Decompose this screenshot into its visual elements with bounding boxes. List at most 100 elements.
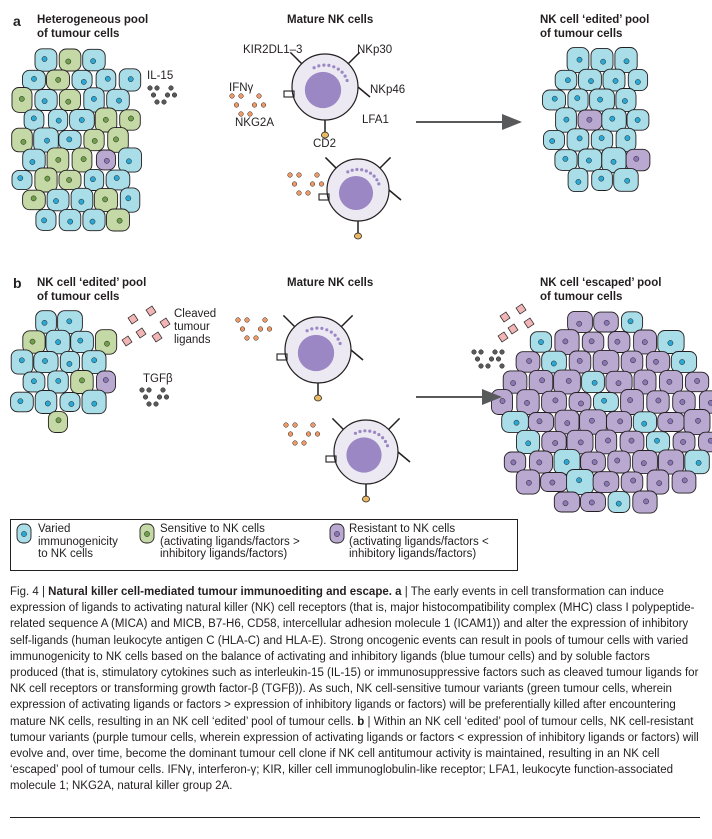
tgfb-dot [139, 387, 145, 393]
cell-nucleus [601, 360, 608, 366]
cell-nucleus [666, 378, 673, 385]
caption-a-text: | The early events in cell transformatio… [10, 586, 699, 728]
ifng-dot [266, 326, 273, 332]
panel-b-left-title-2: of tumour cells [37, 291, 120, 303]
cell-nucleus [526, 479, 532, 486]
cell-nucleus [667, 459, 674, 466]
cell-nucleus [55, 339, 61, 345]
cell-nucleus [634, 117, 641, 123]
tgfb-dot [499, 363, 505, 369]
cell-nucleus [30, 115, 37, 122]
tgfb-dot [485, 363, 491, 369]
panel-a-letter: a [13, 13, 21, 29]
cell-nucleus [102, 377, 109, 383]
legend-icon-purple [329, 523, 345, 544]
cell-nucleus [524, 400, 530, 406]
cell-nucleus [29, 338, 36, 345]
tgfb-dot [142, 394, 149, 400]
tgfb-dot [488, 356, 495, 362]
panel-a-left-title-1: Heterogeneous pool [37, 14, 149, 26]
cell-nucleus [53, 198, 59, 204]
cell-nucleus [653, 358, 659, 365]
cell-nucleus [603, 319, 610, 326]
cell-nucleus [55, 117, 62, 124]
cell-nucleus [536, 418, 543, 425]
il15-dot [161, 99, 167, 105]
cell-nucleus [91, 138, 98, 144]
cell-nucleus [614, 457, 621, 464]
cell-nucleus [55, 378, 62, 384]
ifng-dot [244, 317, 250, 323]
legend-resistant: Resistant to NK cells(activating ligands… [349, 523, 489, 560]
cell-nucleus [643, 498, 649, 505]
cell-nucleus [30, 195, 37, 202]
tumour-cell [698, 431, 712, 453]
cell-nucleus [78, 198, 85, 205]
ifng-dot [260, 102, 267, 108]
cell-nucleus [513, 419, 520, 426]
il15-dot [154, 85, 160, 91]
label-cleaved-1: Cleaved [174, 308, 217, 320]
cell-nucleus [55, 417, 62, 424]
cell-nucleus [564, 420, 571, 426]
ifng-dot [238, 111, 244, 117]
cell-nucleus [655, 397, 662, 404]
legend-icon-green [139, 523, 155, 544]
cell-nucleus [588, 499, 595, 506]
cell-nucleus [41, 98, 48, 104]
cell-nucleus [116, 97, 122, 104]
nk-cell [276, 314, 364, 402]
soluble-factors [121, 85, 535, 446]
cell-nucleus [694, 378, 700, 384]
panel-b-left-title-1: NK cell ‘edited’ pool [37, 277, 147, 289]
tgfb-dot [474, 356, 481, 362]
cell-nucleus [627, 397, 633, 403]
cell-nucleus [79, 377, 85, 384]
ifng-dot [296, 172, 302, 178]
ifng-dot [301, 440, 307, 446]
cell-nucleus [679, 399, 686, 405]
cell-nucleus [510, 459, 517, 466]
cell-nucleus [31, 76, 37, 82]
cell-nucleus [641, 420, 648, 427]
label-nkg2a: NKG2A [235, 117, 274, 129]
cell-nucleus [633, 155, 640, 162]
figure-caption: Fig. 4 | Natural killer cell-mediated tu… [10, 584, 700, 795]
cell-nucleus [640, 460, 647, 467]
cell-nucleus [103, 157, 110, 164]
ifng-dot [305, 190, 311, 196]
cell-nucleus [707, 399, 712, 406]
cell-nucleus [615, 380, 622, 387]
ifng-dot [262, 317, 268, 323]
cell-nucleus [609, 115, 616, 122]
cell-nucleus [598, 135, 605, 141]
nk-cell [325, 417, 411, 503]
cell-nucleus [18, 357, 25, 364]
cell-nucleus [576, 56, 583, 63]
tumour-pool-edited-b [10, 310, 118, 433]
ifng-dot [256, 93, 262, 99]
caption-b-text: | Within an NK cell ‘edited’ pool of tum… [10, 715, 699, 793]
nk-cells [276, 51, 411, 503]
cell-nucleus [29, 159, 36, 165]
ifng-dot [239, 326, 246, 332]
cell-nucleus [44, 137, 50, 144]
ifng-dot [305, 431, 312, 437]
cell-nucleus [656, 480, 663, 487]
cell-nucleus [605, 437, 611, 444]
cell-nucleus [563, 116, 570, 123]
cell-nucleus [66, 361, 73, 367]
cell-nucleus [41, 319, 48, 326]
il15-dot [154, 99, 160, 105]
ifng-dot [235, 317, 241, 323]
cell-nucleus [630, 477, 637, 484]
caption-a-label: a [391, 586, 402, 598]
cell-nucleus [525, 440, 532, 447]
cell-nucleus [628, 437, 635, 444]
cell-nucleus [642, 379, 649, 386]
cell-nucleus [44, 400, 51, 407]
caption-title: Natural killer cell-mediated tumour immu… [48, 586, 392, 598]
caption-fig: Fig. 4 | [10, 586, 49, 598]
cell-nucleus [128, 115, 134, 122]
cell-nucleus [80, 156, 87, 162]
